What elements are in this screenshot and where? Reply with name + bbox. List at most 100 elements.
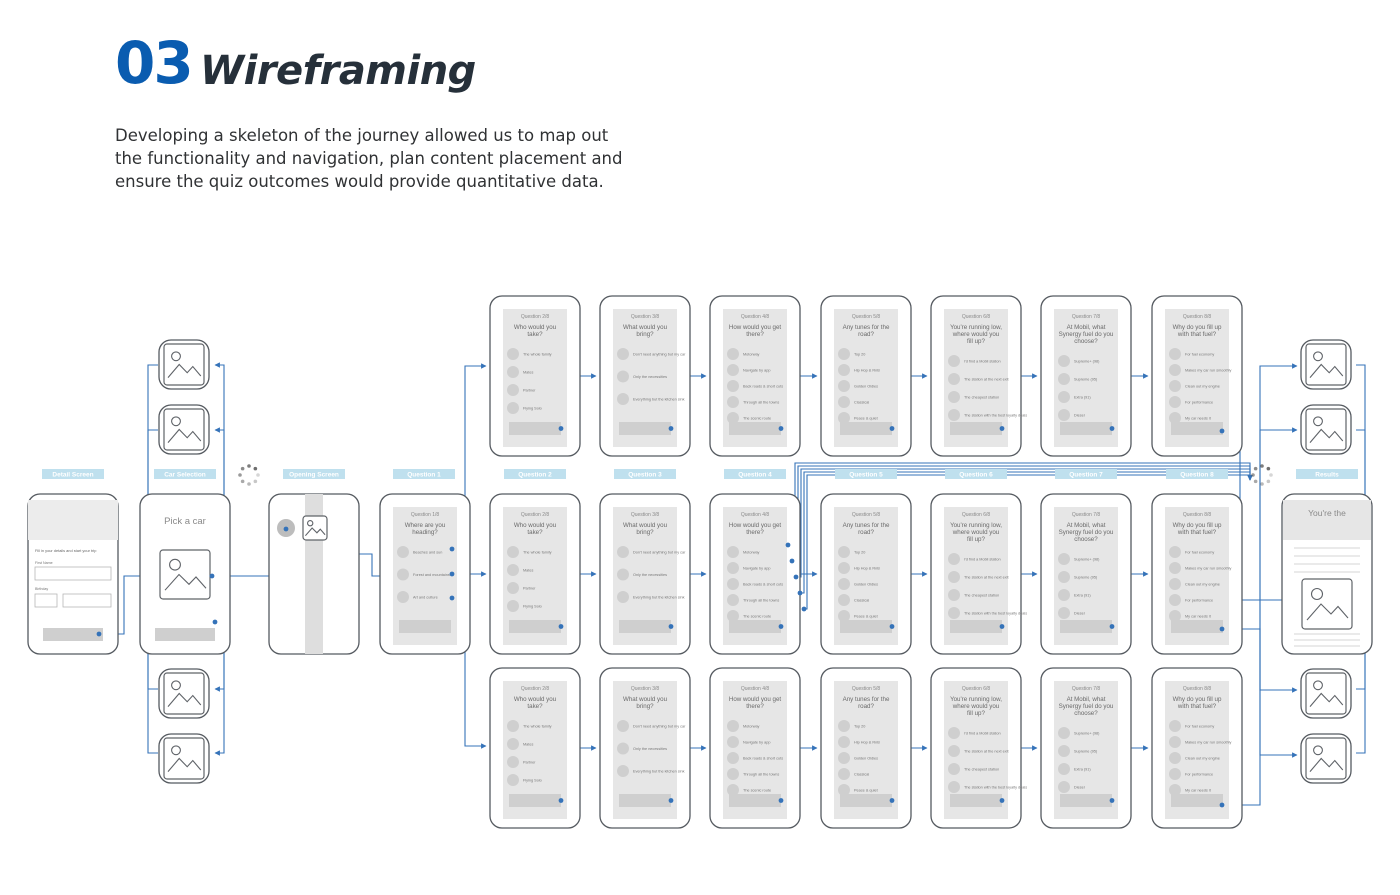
option-label: Everything but the kitchen sink: [633, 770, 685, 774]
stage-label: Opening Screen: [283, 469, 345, 479]
question-text: Who would you: [514, 696, 557, 703]
stage-label: Question 1: [393, 469, 455, 479]
section-title: Wireframing: [200, 48, 476, 94]
car-option: [158, 733, 210, 784]
question-text: with that fuel?: [1177, 703, 1217, 710]
image-mountains: [1309, 363, 1344, 378]
connector-dot: [449, 571, 455, 577]
option-label: The scenic route: [743, 417, 771, 421]
option-label: Supreme+ (98): [1074, 360, 1100, 364]
option-label: Navigate by app: [743, 369, 770, 373]
connector-dot: [1219, 802, 1225, 808]
question-text: Who would you: [514, 522, 557, 529]
loading-spinner: [238, 464, 260, 486]
loading-spinner-dot: [238, 473, 242, 477]
question-text: choose?: [1074, 536, 1098, 543]
image-sun: [1313, 416, 1323, 427]
question-counter: Question 5/8: [852, 512, 881, 518]
stage-label-tag: [1055, 469, 1117, 479]
loading-spinner-dot: [1266, 479, 1271, 484]
loading-spinner-dot: [1269, 473, 1273, 477]
question-text: there?: [746, 331, 764, 338]
option-label: Peace & quiet: [854, 789, 879, 793]
select-car-button: [155, 628, 215, 641]
question-text: there?: [746, 703, 764, 710]
stage-label-text: Question 7: [1069, 472, 1103, 479]
connector-dot: [1219, 428, 1225, 434]
image-frame: [159, 549, 211, 600]
connector-dots: [96, 426, 1225, 808]
option-label: Everything but the kitchen sink: [633, 596, 685, 600]
option-label: Through all the towns: [743, 599, 779, 603]
connector-dot: [212, 619, 218, 625]
option-radio: [948, 373, 960, 385]
connector-dot: [558, 624, 564, 629]
question-counter: Question 2/8: [521, 686, 550, 692]
option-label: For fuel economy: [1185, 725, 1214, 729]
option-label: Back roads & short cuts: [743, 583, 783, 587]
option-label: Peace & quiet: [854, 417, 879, 421]
stage-label-text: Detail Screen: [52, 472, 93, 479]
question-text: choose?: [1074, 338, 1098, 345]
stage-label: Question 6: [945, 469, 1007, 479]
option-label: For performance: [1185, 773, 1213, 777]
option-radio: [838, 578, 850, 590]
option-radio: [1058, 589, 1070, 601]
loading-spinner-dot: [1251, 473, 1255, 477]
question-counter: Question 6/8: [962, 512, 991, 518]
option-radio: [948, 571, 960, 583]
option-radio: [948, 607, 960, 619]
birthday-label: Birthday: [35, 587, 48, 591]
image-sun: [1313, 351, 1323, 362]
results-screen: You're the: [1281, 493, 1373, 655]
option-label: Forest and mountains: [413, 573, 450, 577]
next-button: [950, 422, 1002, 435]
question-text: with that fuel?: [1177, 529, 1217, 536]
option-label: Clean out my engine: [1185, 385, 1220, 389]
option-label: Clean out my engine: [1185, 757, 1220, 761]
birthday-field-date: [62, 593, 112, 608]
question-text: Synergy fuel do you: [1059, 331, 1114, 338]
option-radio: [617, 742, 629, 755]
option-radio: [727, 736, 739, 748]
option-label: Mates: [523, 743, 533, 747]
option-radio: [727, 578, 739, 590]
option-radio: [617, 348, 629, 360]
question-text: fill up?: [967, 338, 985, 345]
stage-label-text: Question 4: [738, 472, 772, 479]
option-radio: [838, 412, 850, 424]
connector-dot: [449, 595, 455, 601]
question-counter: Question 7/8: [1072, 314, 1101, 320]
connector-dot: [668, 624, 674, 629]
option-radio: [1169, 348, 1181, 360]
question-text: where would you: [952, 331, 1000, 338]
stage-label-text: Question 2: [518, 472, 552, 479]
option-label: Hip Hop & RnB: [854, 369, 880, 373]
image-frame: [163, 672, 205, 715]
question-counter: Question 7/8: [1072, 512, 1101, 518]
option-label: The cheapest station: [964, 768, 999, 772]
option-label: The cheapest station: [964, 396, 999, 400]
connector-dot: [793, 574, 799, 580]
question-text: Who would you: [514, 324, 557, 331]
connector-dot: [1219, 626, 1225, 632]
car-option: [158, 339, 210, 390]
stage-label: Question 5: [835, 469, 897, 479]
option-label: The station with the best loyalty deals: [964, 786, 1027, 790]
option-label: Classical: [854, 599, 869, 603]
question-text: How would you get: [729, 324, 782, 331]
question-counter: Question 4/8: [741, 512, 770, 518]
next-button: [1060, 422, 1112, 435]
image-mountains: [167, 692, 202, 707]
question-text: fill up?: [967, 710, 985, 717]
option-radio: [1169, 720, 1181, 732]
option-label: The station at the next exit: [964, 750, 1009, 754]
option-radio: [1169, 364, 1181, 376]
loading-spinner-dot: [256, 473, 260, 477]
next-button: [840, 794, 892, 807]
option-radio: [617, 370, 629, 383]
